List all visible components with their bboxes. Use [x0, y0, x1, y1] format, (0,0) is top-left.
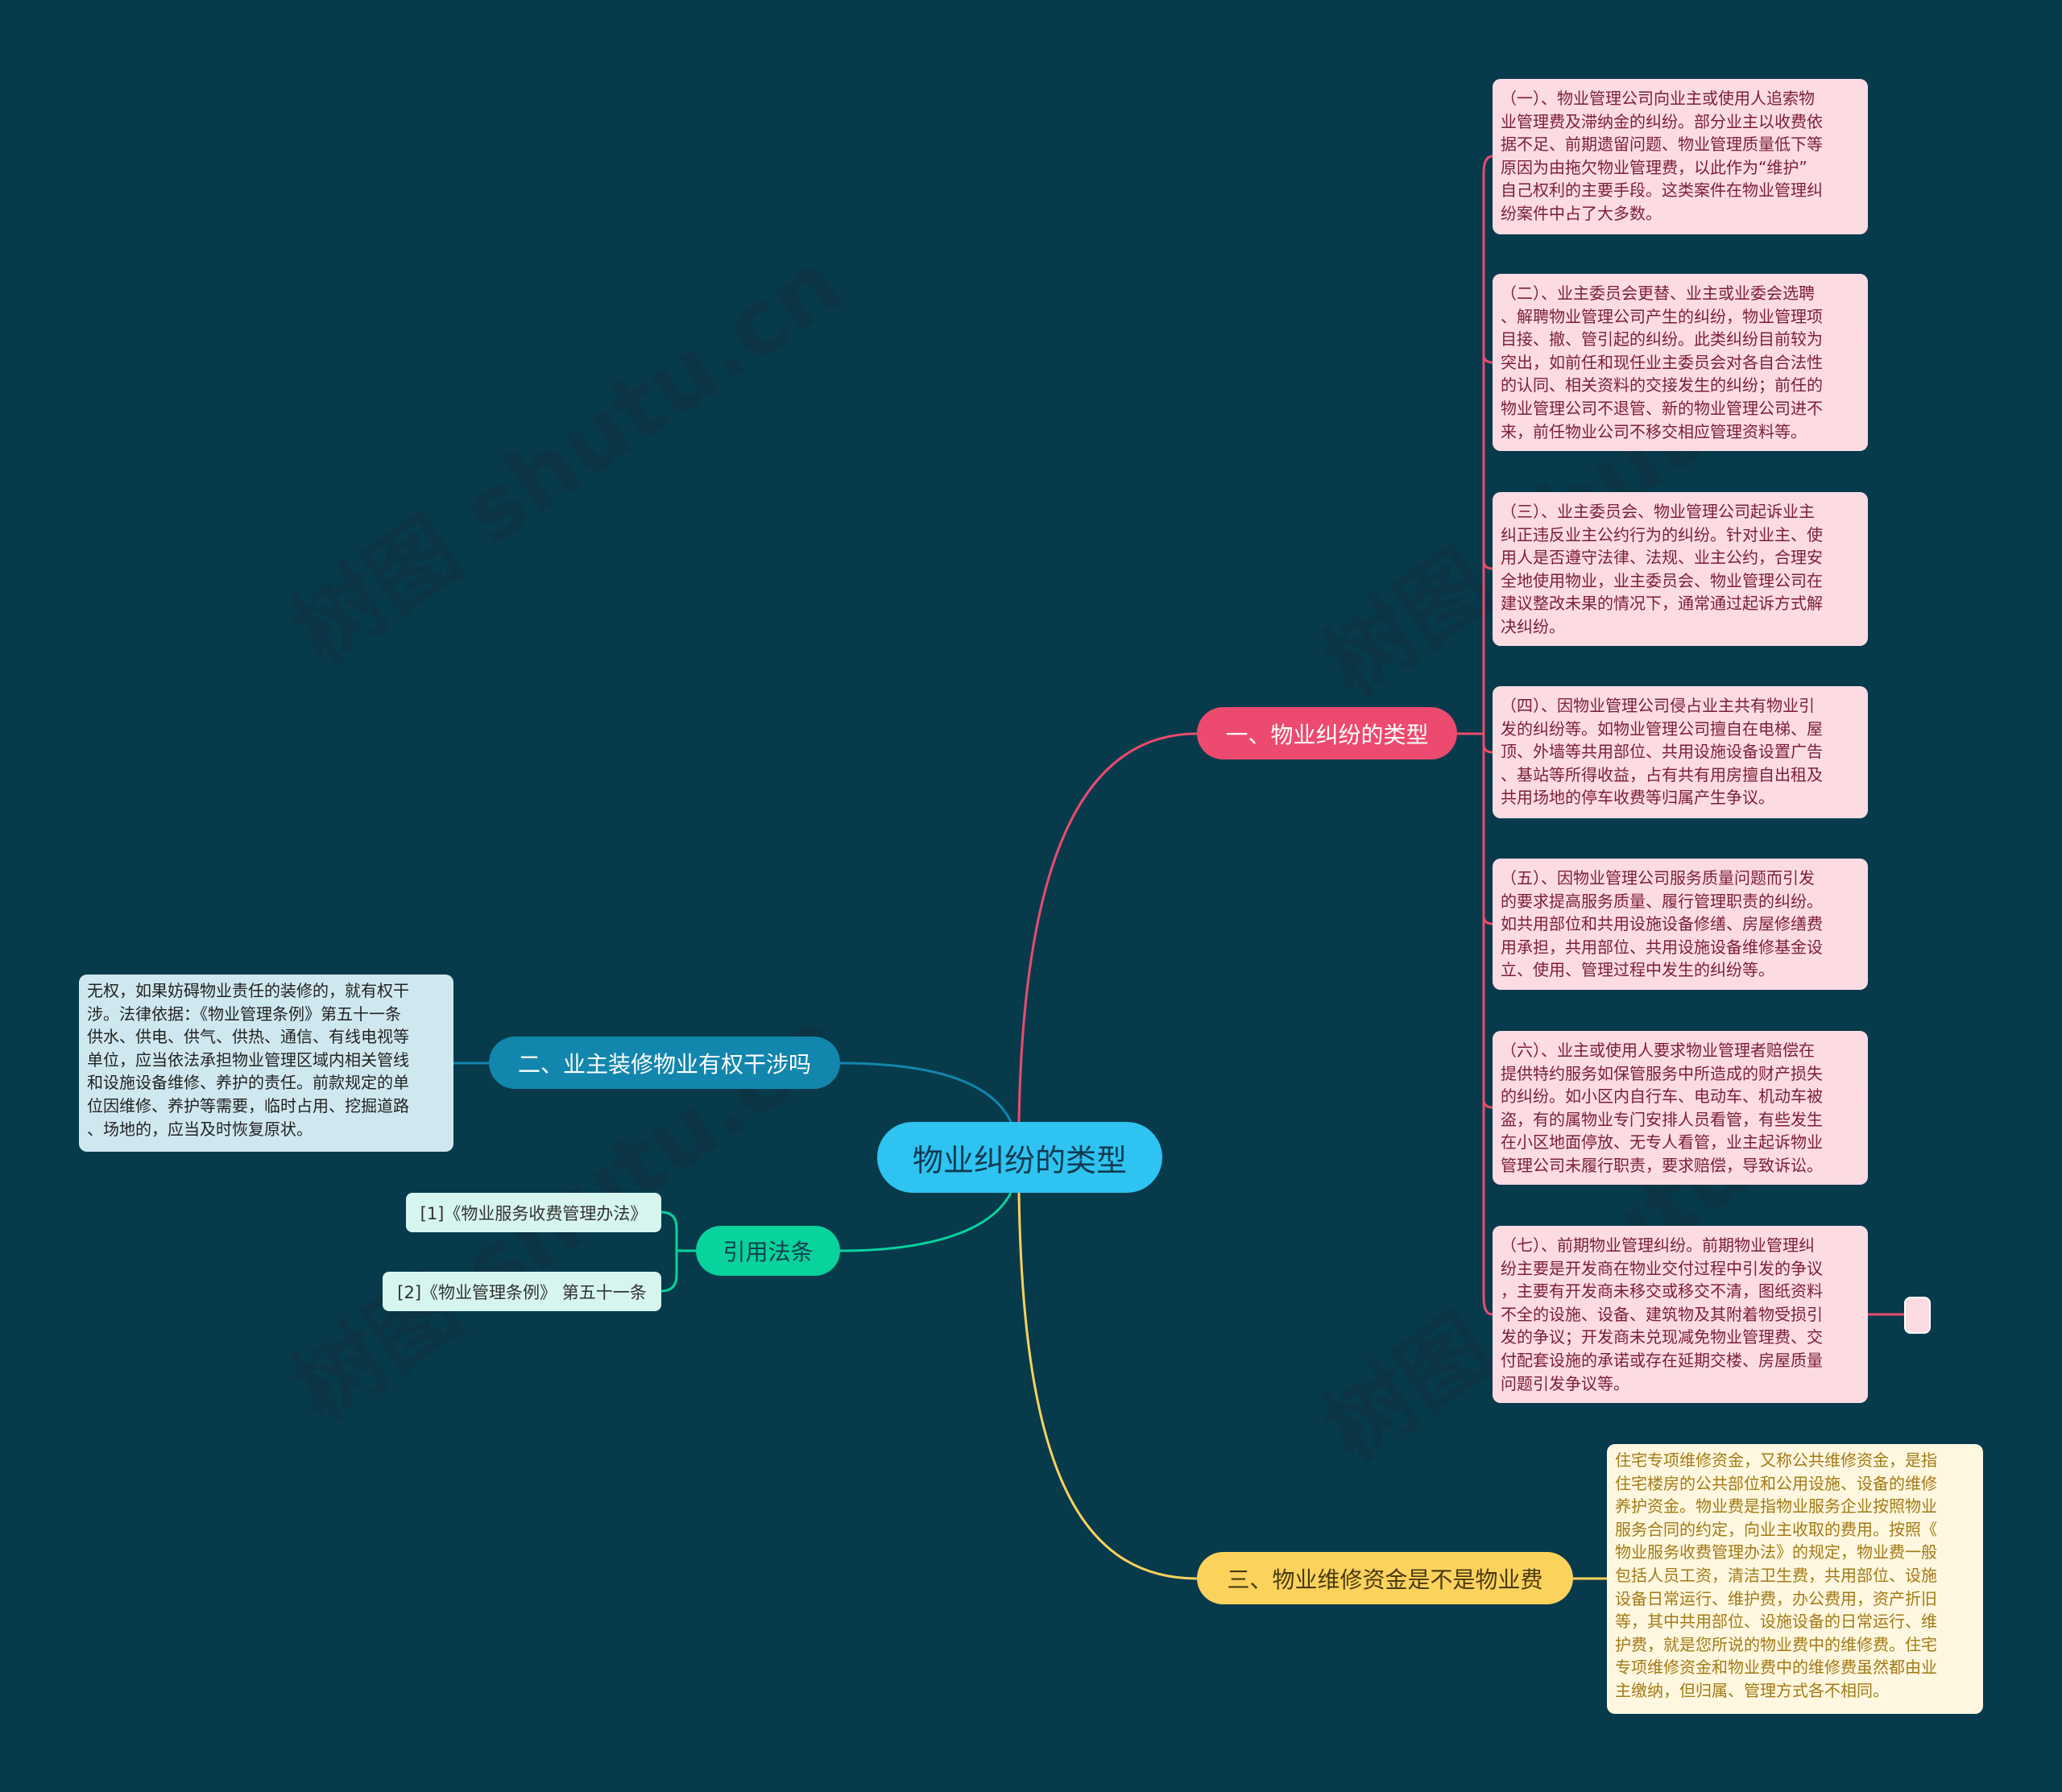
link-root-citations — [839, 1192, 1012, 1252]
maintenance-fund-detail-card[interactable]: 住宅专项维修资金，又称公共维修资金，是指住宅楼房的公共部位和公用设施、设备的维修… — [1607, 1444, 1983, 1714]
text-line: 位因维修、养护等需要，临时占用、挖掘道路 — [87, 1095, 409, 1115]
text-line: 业管理费及滞纳金的纠纷。部分业主以收费依 — [1501, 111, 1823, 131]
text-line: 专项维修资金和物业费中的维修费虽然都由业 — [1615, 1657, 1937, 1678]
text-line: 物业管理公司不退管、新的物业管理公司进不 — [1501, 398, 1823, 418]
branch-node-citations[interactable]: 引用法条 — [696, 1226, 840, 1276]
text-line: 共用场地的停车收费等归属产生争议。 — [1501, 788, 1774, 808]
text-line: 顶、外墙等共用部位、共用设施设备设置广告 — [1501, 742, 1823, 762]
text-line: 付配套设施的承诺或存在延期交楼、房屋质量 — [1501, 1350, 1823, 1370]
text-line: 的认同、相关资料的交接发生的纠纷；前任的 — [1501, 375, 1823, 395]
branch1-bracket — [1457, 155, 1904, 1316]
branch-label: 引用法条 — [723, 1239, 814, 1265]
text-line: 和设施设备维修、养护的责任。前款规定的单 — [87, 1073, 409, 1093]
dispute-type-card[interactable]: （一）、物业管理公司向业主或使用人追索物业管理费及滞纳金的纠纷。部分业主以收费依… — [1493, 79, 1868, 234]
dispute-type-card[interactable]: （二）、业主委员会更替、业主或业委会选聘、解聘物业管理公司产生的纠纷，物业管理项… — [1493, 274, 1868, 451]
text-line: （一）、物业管理公司向业主或使用人追索物 — [1501, 89, 1815, 108]
text-line: 设备日常运行、维护费，办公费用，资产折旧 — [1615, 1588, 1937, 1608]
renovation-detail-card[interactable]: 无权，如果妨碍物业责任的装修的，就有权干涉。法律依据：《物业管理条例》第五十一条… — [79, 975, 453, 1152]
text-line: 纷主要是开发商在物业交付过程中引发的争议 — [1501, 1258, 1823, 1278]
text-line: 纷案件中占了大多数。 — [1501, 203, 1662, 223]
text-line: 自己权利的主要手段。这类案件在物业管理纠 — [1501, 180, 1823, 201]
dispute-type-card[interactable]: （七）、前期物业管理纠纷。前期物业管理纠纷主要是开发商在物业交付过程中引发的争议… — [1493, 1226, 1868, 1403]
dispute-type-card[interactable]: （三）、业主委员会、物业管理公司起诉业主纠正违反业主公约行为的纠纷。针对业主、使… — [1493, 492, 1868, 646]
text-line: 建议整改未果的情况下，通常通过起诉方式解 — [1501, 594, 1823, 614]
branch-label: 二、业主装修物业有权干涉吗 — [517, 1050, 811, 1078]
text-line: 据不足、前期遗留问题、物业管理质量低下等 — [1501, 135, 1823, 155]
text-line: 住宅楼房的公共部位和公用设施、设备的维修 — [1615, 1473, 1937, 1493]
empty-child-node[interactable] — [1904, 1297, 1931, 1334]
text-line: （三）、业主委员会、物业管理公司起诉业主 — [1501, 502, 1815, 521]
branch-label: 三、物业维修资金是不是物业费 — [1227, 1566, 1543, 1593]
text-line: （四）、因物业管理公司侵占业主共有物业引 — [1501, 696, 1815, 715]
text-line: 的纠纷。如小区内自行车、电动车、机动车被 — [1501, 1086, 1823, 1107]
text-line: 涉。法律依据：《物业管理条例》第五十一条 — [87, 1004, 401, 1024]
root-label: 物业纠纷的类型 — [912, 1142, 1127, 1178]
text-line: 包括人员工资，清洁卫生费，共用部位、设施 — [1615, 1565, 1937, 1585]
text-line: （五）、因物业管理公司服务质量问题而引发 — [1501, 868, 1815, 888]
text-line: 、基站等所得收益，占有共有用房擅自出租及 — [1501, 764, 1823, 784]
text-line: 全地使用物业，业主委员会、物业管理公司在 — [1501, 570, 1823, 590]
text-line: 住宅专项维修资金，又称公共维修资金，是指 — [1615, 1451, 1937, 1470]
text-line: 突出，如前任和现任业主委员会对各自合法性 — [1501, 352, 1823, 372]
text-line: 发的纠纷等。如物业管理公司擅自在电梯、屋 — [1501, 718, 1823, 739]
root-node[interactable]: 物业纠纷的类型 — [877, 1122, 1162, 1193]
text-line: 护费，就是您所说的物业费中的维修费。住宅 — [1615, 1634, 1937, 1654]
text-line: 、场地的，应当及时恢复原状。 — [87, 1119, 313, 1139]
text-line: 无权，如果妨碍物业责任的装修的，就有权干 — [87, 981, 409, 1000]
text-line: 单位，应当依法承担物业管理区域内相关管线 — [87, 1049, 409, 1070]
text-line: 立、使用、管理过程中发生的纠纷等。 — [1501, 960, 1774, 980]
text-line: 养护资金。物业费是指物业服务企业按照物业 — [1615, 1496, 1937, 1517]
text-line: 等，其中共用部位、设施设备的日常运行、维 — [1615, 1612, 1937, 1632]
link-root-branch1 — [1017, 732, 1198, 1123]
branch-node-dispute-types[interactable]: 一、物业纠纷的类型 — [1197, 707, 1457, 759]
text-line: ，主要有开发商未移交或移交不清，图纸资料 — [1501, 1281, 1823, 1302]
dispute-type-card[interactable]: （四）、因物业管理公司侵占业主共有物业引发的纠纷等。如物业管理公司擅自在电梯、屋… — [1493, 686, 1868, 818]
text-line: 服务合同的约定，向业主收取的费用。按照《 — [1615, 1519, 1937, 1539]
text-line: 决纠纷。 — [1501, 616, 1565, 636]
text-line: 的要求提高服务质量、履行管理职责的纠纷。 — [1501, 891, 1823, 911]
text-line: （六）、业主或使用人要求物业管理者赔偿在 — [1501, 1041, 1815, 1060]
text-line: 盗，有的属物业专门安排人员看管，有些发生 — [1501, 1109, 1823, 1129]
text-line: （七）、前期物业管理纠纷。前期物业管理纠 — [1501, 1235, 1815, 1255]
text-line: 如共用部位和共用设施设备修缮、房屋修缮费 — [1501, 914, 1823, 934]
text-line: 纠正违反业主公约行为的纠纷。针对业主、使 — [1501, 524, 1823, 544]
text-line: 来，前任物业公司不移交相应管理资料等。 — [1501, 421, 1807, 441]
link-root-branch2 — [839, 1062, 1012, 1123]
dispute-type-card[interactable]: （六）、业主或使用人要求物业管理者赔偿在提供特约服务如保管服务中所造成的财产损失… — [1493, 1031, 1868, 1185]
text-line: 目接、撤、管引起的纠纷。此类纠纷目前较为 — [1501, 329, 1823, 350]
citation-item[interactable]: [1]《物业服务收费管理办法》 — [406, 1193, 661, 1232]
text-line: 不全的设施、设备、建筑物及其附着物受损引 — [1501, 1304, 1823, 1324]
text-line: 供水、供电、供气、供热、通信、有线电视等 — [87, 1027, 409, 1047]
citations-bracket — [660, 1211, 696, 1293]
text-line: 用人是否遵守法律、法规、业主公约，合理安 — [1501, 548, 1823, 568]
text-line: 问题引发争议等。 — [1501, 1373, 1629, 1393]
text-line: 主缴纳，但归属、管理方式各不相同。 — [1615, 1680, 1889, 1700]
branch-node-maintenance-fund[interactable]: 三、物业维修资金是不是物业费 — [1197, 1552, 1573, 1604]
text-line: 发的争议；开发商未兑现减免物业管理费、交 — [1501, 1327, 1823, 1347]
branch-label: 一、物业纠纷的类型 — [1225, 721, 1429, 748]
citation-label: [1]《物业服务收费管理办法》 — [420, 1203, 648, 1223]
text-line: 、解聘物业管理公司产生的纠纷，物业管理项 — [1501, 306, 1823, 326]
text-line: 原因为由拖欠物业管理费，以此作为“维护” — [1501, 157, 1807, 177]
text-line: 管理公司未履行职责，要求赔偿，导致诉讼。 — [1501, 1155, 1823, 1175]
link-root-branch3 — [1017, 1192, 1198, 1580]
text-line: 提供特约服务如保管服务中所造成的财产损失 — [1501, 1063, 1823, 1083]
text-line: （二）、业主委员会更替、业主或业委会选聘 — [1501, 283, 1815, 303]
text-line: 物业服务收费管理办法》的规定，物业费一般 — [1615, 1542, 1937, 1562]
branch-node-renovation[interactable]: 二、业主装修物业有权干涉吗 — [489, 1037, 840, 1089]
dispute-type-card[interactable]: （五）、因物业管理公司服务质量问题而引发的要求提高服务质量、履行管理职责的纠纷。… — [1493, 859, 1868, 990]
citation-label: [2]《物业管理条例》 第五十一条 — [397, 1282, 647, 1302]
citation-item[interactable]: [2]《物业管理条例》 第五十一条 — [383, 1272, 661, 1311]
text-line: 在小区地面停放、无专人看管，业主起诉物业 — [1501, 1132, 1823, 1153]
text-line: 用承担，共用部位、共用设施设备维修基金设 — [1501, 937, 1823, 957]
